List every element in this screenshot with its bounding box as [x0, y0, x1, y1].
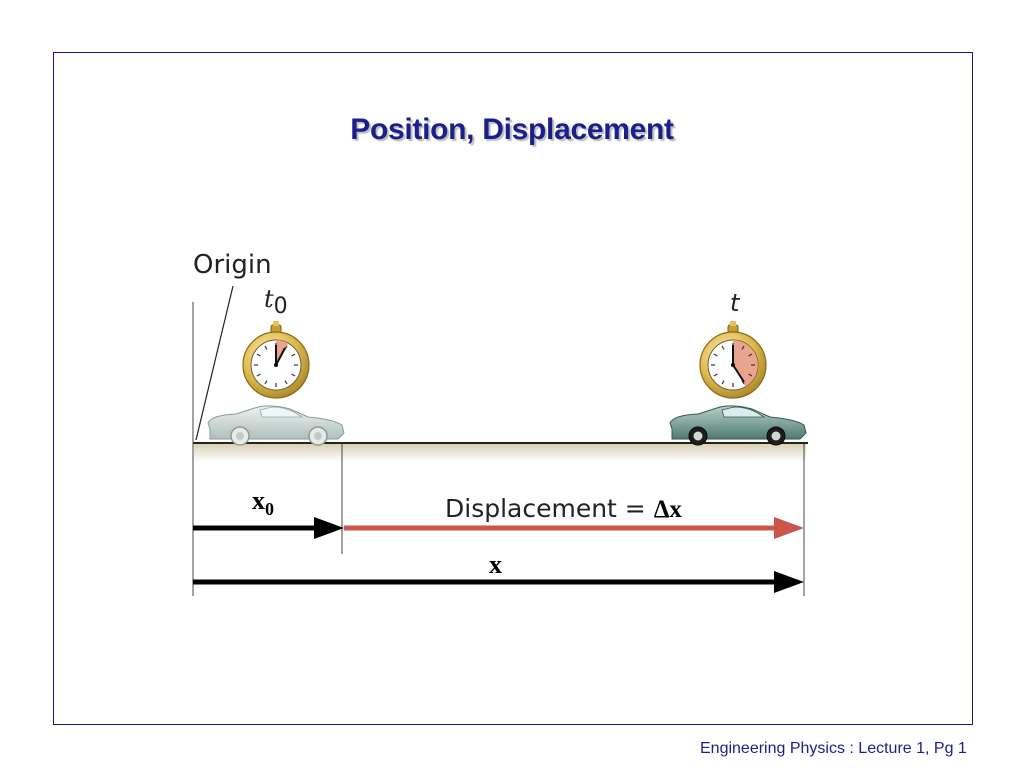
- displacement-symbol: Δx: [654, 496, 683, 523]
- road-shadow: [194, 444, 806, 462]
- displacement-label: Displacement = Δx: [445, 494, 682, 523]
- stopwatch-end-icon: [699, 321, 767, 399]
- car-start-icon: [207, 405, 345, 446]
- start-time-subscript: 0: [274, 294, 288, 319]
- initial-position-arrowhead: [314, 517, 344, 539]
- slide-title: Position, Displacement: [350, 113, 674, 146]
- origin-pointer-line: [195, 285, 234, 441]
- end-time-label: t: [730, 289, 741, 317]
- car-end-icon: [669, 405, 807, 446]
- initial-position-base: x: [252, 486, 265, 515]
- final-position-arrowhead: [774, 571, 804, 593]
- slide-footer: Engineering Physics : Lecture 1, Pg 1: [700, 740, 967, 757]
- start-time-base: t: [264, 285, 274, 313]
- initial-position-subscript: 0: [265, 499, 274, 519]
- initial-position-label: x0: [252, 486, 274, 519]
- final-position-label: x: [489, 550, 502, 579]
- stopwatch-start-icon: [242, 321, 310, 399]
- start-time-label: t0: [264, 285, 288, 319]
- slide-frame: [53, 52, 973, 725]
- displacement-prefix: Displacement =: [445, 494, 654, 523]
- origin-label: Origin: [193, 250, 272, 280]
- displacement-arrowhead: [774, 517, 804, 539]
